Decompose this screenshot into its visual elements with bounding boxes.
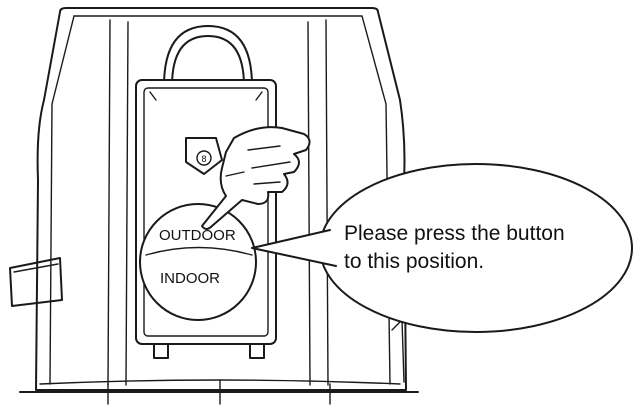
callout-line-2: to this position.	[344, 250, 484, 273]
callout-line-1: Please press the button	[344, 222, 565, 245]
outdoor-label: OUTDOOR	[159, 227, 236, 244]
indoor-label: INDOOR	[160, 270, 220, 287]
svg-text:8: 8	[201, 154, 206, 164]
indoor-outdoor-switch[interactable]: OUTDOOR INDOOR	[140, 204, 256, 320]
